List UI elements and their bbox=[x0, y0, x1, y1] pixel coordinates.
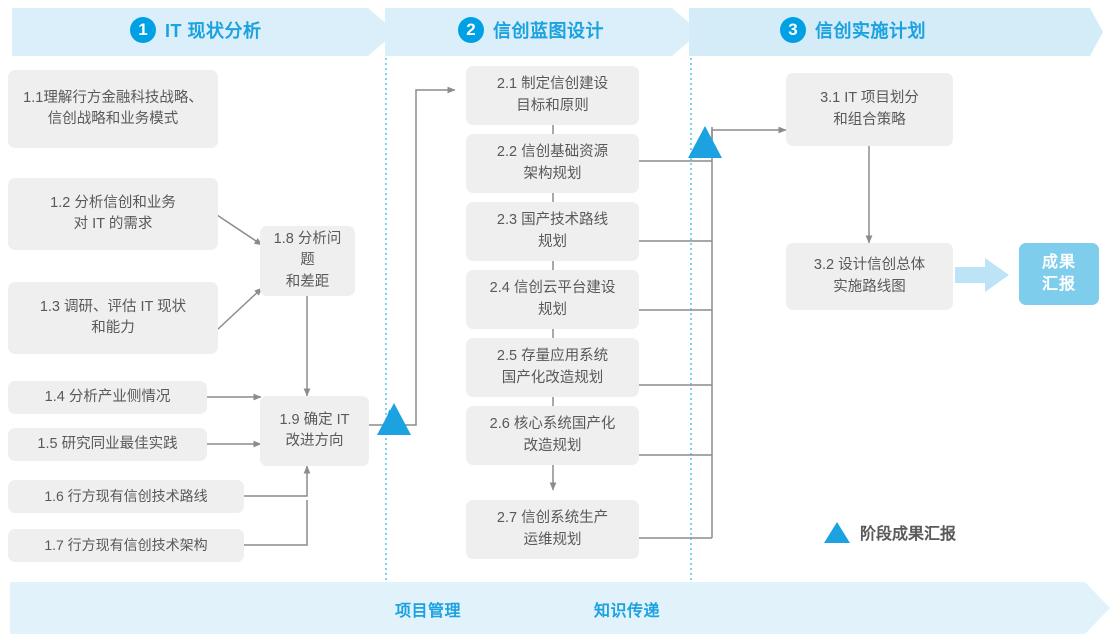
milestone-triangle-phase2 bbox=[688, 126, 722, 158]
process-box-1-2[interactable]: 1.2 分析信创和业务 对 IT 的需求 bbox=[8, 178, 218, 250]
process-box-2-4[interactable]: 2.4 信创云平台建设 规划 bbox=[466, 270, 639, 329]
phase-number-3: 3 bbox=[780, 17, 806, 43]
result-report-box[interactable]: 成果 汇报 bbox=[1019, 243, 1099, 305]
phase-title-1: IT 现状分析 bbox=[165, 21, 262, 41]
legend-label: 阶段成果汇报 bbox=[860, 526, 957, 543]
bottom-banner bbox=[10, 582, 1110, 634]
process-box-2-5[interactable]: 2.5 存量应用系统 国产化改造规划 bbox=[466, 338, 639, 397]
process-box-3-1[interactable]: 3.1 IT 项目划分 和组合策略 bbox=[786, 73, 953, 146]
legend: 阶段成果汇报 bbox=[824, 520, 956, 544]
process-box-1-3[interactable]: 1.3 调研、评估 IT 现状 和能力 bbox=[8, 282, 218, 354]
milestone-triangle-icon bbox=[824, 521, 850, 543]
process-box-1-7[interactable]: 1.7 行方现有信创技术架构 bbox=[8, 529, 244, 562]
process-box-2-6[interactable]: 2.6 核心系统国产化 改造规划 bbox=[466, 406, 639, 465]
process-box-2-1[interactable]: 2.1 制定信创建设 目标和原则 bbox=[466, 66, 639, 125]
phase-header-2: 2 信创蓝图设计 bbox=[458, 7, 604, 53]
phase-number-2: 2 bbox=[458, 17, 484, 43]
process-box-1-9[interactable]: 1.9 确定 IT 改进方向 bbox=[260, 396, 369, 466]
process-box-1-8[interactable]: 1.8 分析问题 和差距 bbox=[260, 226, 355, 296]
process-box-2-2[interactable]: 2.2 信创基础资源 架构规划 bbox=[466, 134, 639, 193]
process-box-3-2[interactable]: 3.2 设计信创总体 实施路线图 bbox=[786, 243, 953, 310]
milestone-triangle-phase1b bbox=[377, 403, 411, 435]
result-arrow-icon bbox=[955, 258, 1009, 292]
process-box-1-5[interactable]: 1.5 研究同业最佳实践 bbox=[8, 428, 207, 461]
footer-item-knowledge-transfer[interactable]: 知识传递 bbox=[594, 603, 661, 620]
process-box-1-6[interactable]: 1.6 行方现有信创技术路线 bbox=[8, 480, 244, 513]
footer-item-project-management[interactable]: 项目管理 bbox=[395, 603, 462, 620]
milestone-triangle-phase1 bbox=[381, 409, 398, 435]
phase-title-2: 信创蓝图设计 bbox=[493, 21, 604, 41]
process-box-2-7[interactable]: 2.7 信创系统生产 运维规划 bbox=[466, 500, 639, 559]
process-box-1-4[interactable]: 1.4 分析产业侧情况 bbox=[8, 381, 207, 414]
phase-title-3: 信创实施计划 bbox=[815, 21, 926, 41]
process-box-2-3[interactable]: 2.3 国产技术路线 规划 bbox=[466, 202, 639, 261]
phase-header-3: 3 信创实施计划 bbox=[780, 7, 926, 53]
process-box-1-1[interactable]: 1.1理解行方金融科技战略、 信创战略和业务模式 bbox=[8, 70, 218, 148]
phase-number-1: 1 bbox=[130, 17, 156, 43]
phase-header-1: 1 IT 现状分析 bbox=[130, 7, 262, 53]
